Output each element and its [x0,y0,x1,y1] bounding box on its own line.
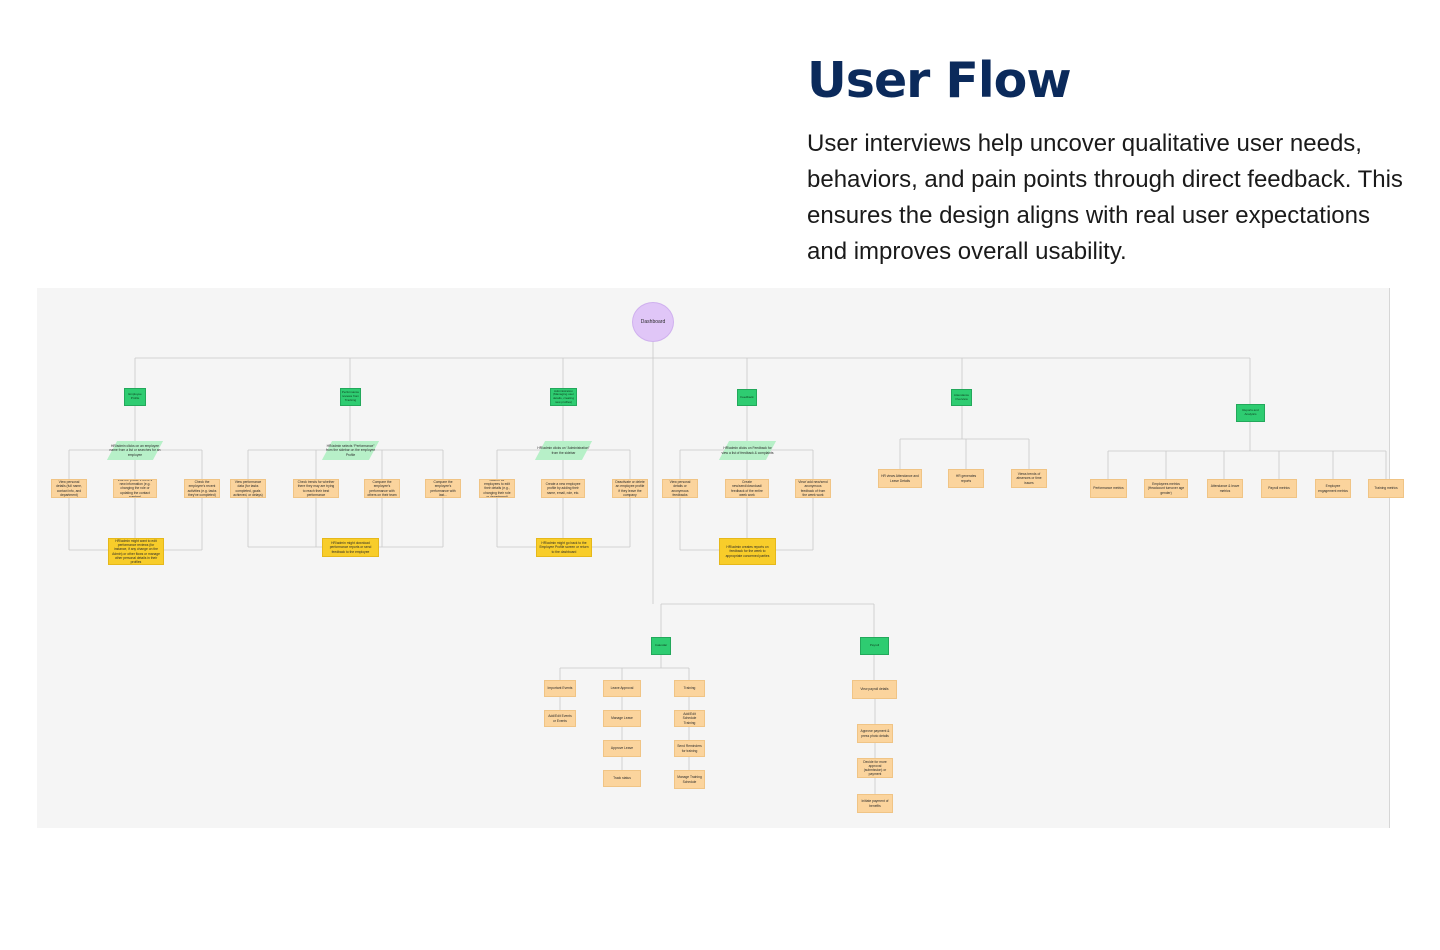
action-performance-compare-team: Compare the employee’s performance with … [364,479,400,498]
category-attendance: Attendance Overview [951,389,972,406]
action-performance-compare-last: Compare the employee’s performance with … [425,479,461,498]
action-attendance-view: HR views Attendance and Leave Details [878,469,922,488]
calendar-add-edit-events: Add/Edit Events or Events [544,710,576,727]
category-reports-analytics: Reports and Analytics [1236,404,1265,422]
action-performance-view-data: View performance data (for tasks complet… [230,479,266,498]
calendar-approve-leave: Approve Leave [603,740,641,757]
action-reports-training: Training metrics [1368,479,1404,498]
calendar-leave-approval: Leave Approval [603,680,641,697]
calendar-manage-leave: Manage Leave [603,710,641,727]
category-performance: Performance reviews from Tracking [340,388,361,406]
action-attendance-reports: HR generates reports [948,469,984,488]
category-employee-profile: Employee Profile [124,388,146,406]
action-reports-performance: Performance metrics [1090,479,1127,498]
decision-employee: HR/admin clicks on an employee name from… [107,441,163,460]
category-payroll: Payroll [860,637,889,655]
action-employee-edit-profile: Edit the profile if there’s new informat… [113,479,157,498]
action-reports-payroll: Payroll metrics [1261,479,1297,498]
action-reports-employees: Employees metrics (Headcount turnover ag… [1144,479,1188,498]
action-feedback-view: View personal details or anonymous feedb… [662,479,698,498]
note-employee: HR/admin might want to edit performance … [108,538,164,565]
action-feedback-anonymous: View/ add new/send anonymous feedback of… [795,479,831,498]
calendar-training-reminders: Send Reminders for training [674,740,705,757]
page-description: User interviews help uncover qualitative… [807,130,1403,265]
action-admin-search-employees: Search for employees to edit their detai… [479,479,515,498]
calendar-manage-training: Manage Training Schedule [674,770,705,789]
flow-board: Dashboard Employee Profile Performance r… [37,288,1404,828]
category-calendar: Calendar [651,637,671,655]
action-admin-deactivate: Deactivate or delete an employee profile… [612,479,648,498]
decision-performance: HR/admin selects “Performance” from the … [322,441,379,460]
action-admin-create-profile: Create a new employee profile by adding … [541,479,585,498]
payroll-initiate-payment: Initiate payment of benefits [857,794,893,813]
page-title: User Flow [807,52,1072,109]
action-employee-check-activities: Check the employee’s recent activities (… [184,479,220,498]
payroll-approve-payment: Approve payment & press photo details [857,724,893,743]
decision-feedback: HR/admin clicks on Feedback for view a l… [719,441,776,460]
action-performance-check-trends: Check trends for whether there they may … [293,479,339,498]
action-reports-engagement: Employee engagement metrics [1315,479,1351,498]
action-employee-view-details: View personal details (full name, contac… [51,479,87,498]
flow-connectors [68,342,1387,794]
calendar-training: Training [674,680,705,697]
action-attendance-trends: Views trends of absences or time issues [1011,469,1047,488]
note-admin: HR/admin might go back to the Employee P… [536,538,592,557]
payroll-decide-approval: Decide for more approval (submission) or… [857,758,893,778]
note-performance: HR/admin might download performance repo… [322,538,379,557]
payroll-view-details: View payroll details [852,680,897,699]
decision-admin: HR/admin clicks on “Administration” from… [535,441,592,460]
calendar-track-status: Track status [603,770,641,787]
note-feedback: HR/admin creates reports on feedback for… [719,538,776,565]
start-node-dashboard: Dashboard [632,302,674,342]
category-feedback: Feedback [737,389,757,406]
action-reports-attendance: Attendance & leave metrics [1207,479,1243,498]
category-administration: Administration (Managing user details, c… [550,388,577,406]
action-feedback-create: Create new/send/download/ feedback of th… [725,479,769,498]
calendar-important-events: Important Events [544,680,576,697]
calendar-schedule-training: Add/Edit Schedule Training [674,710,705,727]
